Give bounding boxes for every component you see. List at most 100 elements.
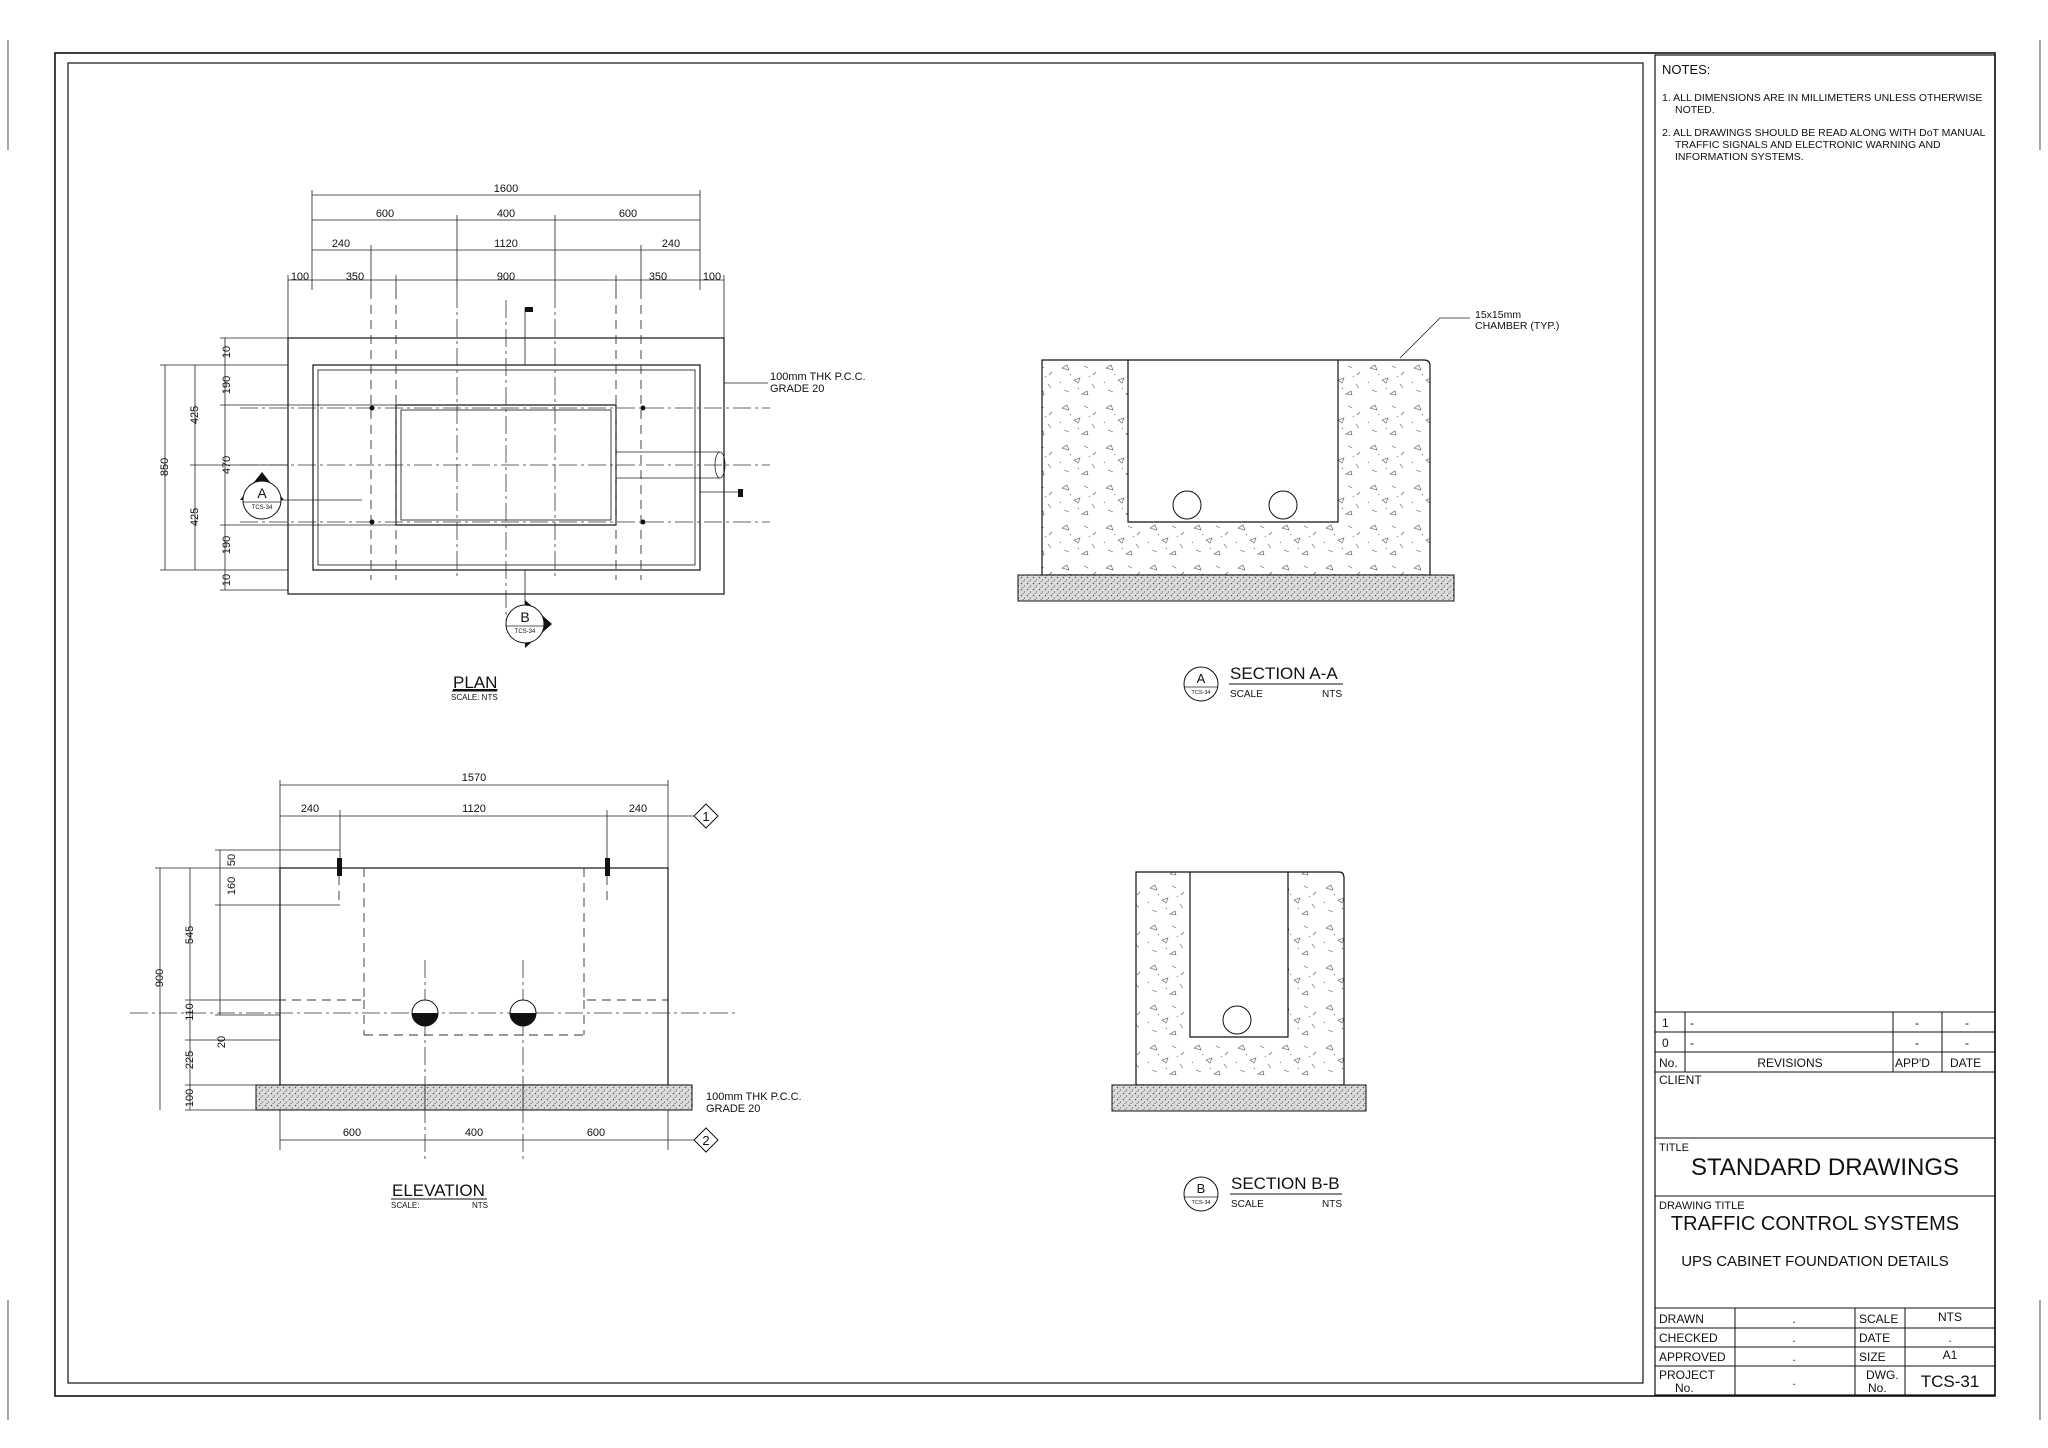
note-line-2: NOTED. xyxy=(1675,104,1715,116)
elevation-scale-value: NTS xyxy=(472,1201,488,1210)
plan-dim-190-top: 190 xyxy=(221,376,233,394)
elevation-pcc-note-1: 100mm THK P.C.C. xyxy=(706,1091,802,1103)
elevation-bottom-dimensions xyxy=(279,1110,669,1150)
section-a-chamber-note-1: 15x15mm xyxy=(1475,309,1521,321)
plan-foundation-outer-inset xyxy=(317,369,696,566)
section-b-scale-value: NTS xyxy=(1322,1199,1342,1210)
title-block-info-lines xyxy=(1655,1307,1995,1395)
plan-marker-b-ref: TCS-34 xyxy=(515,629,536,635)
title-label: TITLE xyxy=(1659,1142,1689,1154)
revisions-header-no: No. xyxy=(1659,1056,1678,1070)
revision-0-no: 0 xyxy=(1662,1036,1669,1050)
approved-value: . xyxy=(1792,1350,1795,1364)
note-line-3: 2. ALL DRAWINGS SHOULD BE READ ALONG WIT… xyxy=(1662,127,1986,139)
drawn-value: . xyxy=(1792,1312,1795,1326)
elevation-dim-50: 50 xyxy=(226,854,238,866)
title-block: 1 - - - 0 - - - No. REVISIONS APP'D DATE… xyxy=(1655,1011,1995,1395)
drawing-title-label: DRAWING TITLE xyxy=(1659,1200,1745,1212)
elevation-grid-tag-1: 1 xyxy=(693,803,719,829)
plan-dim-350-left: 350 xyxy=(346,271,364,283)
elevation-dim-240-right: 240 xyxy=(629,803,647,815)
elevation-dim-900: 900 xyxy=(154,969,166,987)
section-a-scale-label: SCALE xyxy=(1230,689,1263,700)
scale-value: NTS xyxy=(1938,1310,1962,1324)
elevation-dim-20: 20 xyxy=(216,1036,228,1048)
drawing-subtitle: UPS CABINET FOUNDATION DETAILS xyxy=(1681,1253,1949,1270)
revisions-header-appd: APP'D xyxy=(1895,1056,1930,1070)
elevation-grid-1-label: 1 xyxy=(702,809,709,824)
section-b-concrete-body xyxy=(1135,871,1345,1086)
section-a-title: SECTION A-A xyxy=(1230,664,1338,683)
elevation-title: ELEVATION xyxy=(392,1181,485,1200)
approved-label: APPROVED xyxy=(1659,1350,1726,1364)
plan-dim-350-right: 350 xyxy=(649,271,667,283)
plan-dim-10-bottom: 10 xyxy=(221,574,233,586)
plan-view: 1600 600 400 600 240 1120 240 100 350 90… xyxy=(159,183,866,702)
note-line-4: TRAFFIC SIGNALS AND ELECTRONIC WARNING A… xyxy=(1675,139,1941,151)
section-b-title: SECTION B-B xyxy=(1231,1174,1340,1193)
elevation-dim-225: 225 xyxy=(184,1051,196,1069)
plan-dim-425-top: 425 xyxy=(189,406,201,424)
revisions-header-date: DATE xyxy=(1950,1056,1981,1070)
project-label: PROJECT xyxy=(1659,1368,1716,1382)
elevation-dim-100: 100 xyxy=(184,1089,196,1107)
section-a-marker-ref: TCS-34 xyxy=(1192,690,1211,696)
sheet-title: STANDARD DRAWINGS xyxy=(1691,1154,1959,1181)
plan-section-marker-b: B TCS-34 xyxy=(505,570,552,648)
dwg-number: TCS-31 xyxy=(1921,1372,1980,1391)
elevation-anchor-bolts xyxy=(337,858,610,906)
inner-drawing-frame xyxy=(67,62,1644,1384)
title-block-frame xyxy=(1654,54,1996,1396)
revision-0-date: - xyxy=(1965,1036,1969,1050)
dwg-label: DWG. xyxy=(1866,1368,1899,1382)
checked-label: CHECKED xyxy=(1659,1331,1718,1345)
section-b-pcc-bed xyxy=(1111,1084,1367,1112)
section-a-pcc-bed xyxy=(1017,574,1455,602)
outer-border xyxy=(54,52,1996,1397)
section-a-chamber-note-2: CHAMBER (TYP.) xyxy=(1475,320,1559,332)
revision-1-no: 1 xyxy=(1662,1016,1669,1030)
elevation-dim-545: 545 xyxy=(184,926,196,944)
plan-marker-b-letter: B xyxy=(520,609,529,625)
drawn-label: DRAWN xyxy=(1659,1312,1704,1326)
section-a-marker: A TCS-34 xyxy=(1183,666,1219,702)
revision-1-date: - xyxy=(1965,1016,1969,1030)
plan-pcc-note-2: GRADE 20 xyxy=(770,383,824,395)
revision-1-appd: - xyxy=(1915,1016,1919,1030)
client-label: CLIENT xyxy=(1659,1073,1702,1087)
revision-1-desc: - xyxy=(1690,1016,1694,1030)
elevation-view: 1570 240 1120 240 1 2 50 160 54 xyxy=(130,772,802,1210)
size-label: SIZE xyxy=(1859,1350,1886,1364)
plan-marker-a-ref: TCS-34 xyxy=(252,505,273,511)
plan-dim-900: 900 xyxy=(497,271,515,283)
plan-dim-100-left: 100 xyxy=(291,271,309,283)
elevation-foundation-body xyxy=(279,867,669,1086)
elevation-dim-1120: 1120 xyxy=(462,803,486,815)
revisions-header-desc: REVISIONS xyxy=(1757,1056,1822,1070)
plan-dim-600-right: 600 xyxy=(619,208,637,220)
elevation-duct-left xyxy=(411,999,439,1027)
elevation-dim-110: 110 xyxy=(184,1003,196,1021)
elevation-grid-2-label: 2 xyxy=(702,1133,709,1148)
elevation-scale-label: SCALE: xyxy=(391,1201,419,1210)
notes-section: NOTES: 1. ALL DIMENSIONS ARE IN MILLIMET… xyxy=(1662,62,1986,163)
plan-dim-425-bottom: 425 xyxy=(189,508,201,526)
dwg-no-label: No. xyxy=(1868,1381,1887,1395)
notes-heading: NOTES: xyxy=(1662,62,1710,77)
note-line-1: 1. ALL DIMENSIONS ARE IN MILLIMETERS UNL… xyxy=(1662,92,1982,104)
crop-marks xyxy=(7,40,2041,1420)
section-a-duct-left xyxy=(1172,490,1202,520)
date-label: DATE xyxy=(1859,1331,1890,1345)
plan-dim-100-right: 100 xyxy=(703,271,721,283)
project-no-label: No. xyxy=(1675,1381,1694,1395)
elevation-dim-400: 400 xyxy=(465,1127,483,1139)
plan-dim-190-bottom: 190 xyxy=(221,536,233,554)
plan-dim-240-left: 240 xyxy=(332,238,350,250)
elevation-grid-tag-2: 2 xyxy=(693,1127,719,1153)
section-b-scale-label: SCALE xyxy=(1231,1199,1264,1210)
elevation-dim-160: 160 xyxy=(226,877,238,895)
note-line-5: INFORMATION SYSTEMS. xyxy=(1675,151,1804,163)
date-value: . xyxy=(1948,1331,1951,1345)
elevation-top-dimensions xyxy=(279,780,695,1141)
